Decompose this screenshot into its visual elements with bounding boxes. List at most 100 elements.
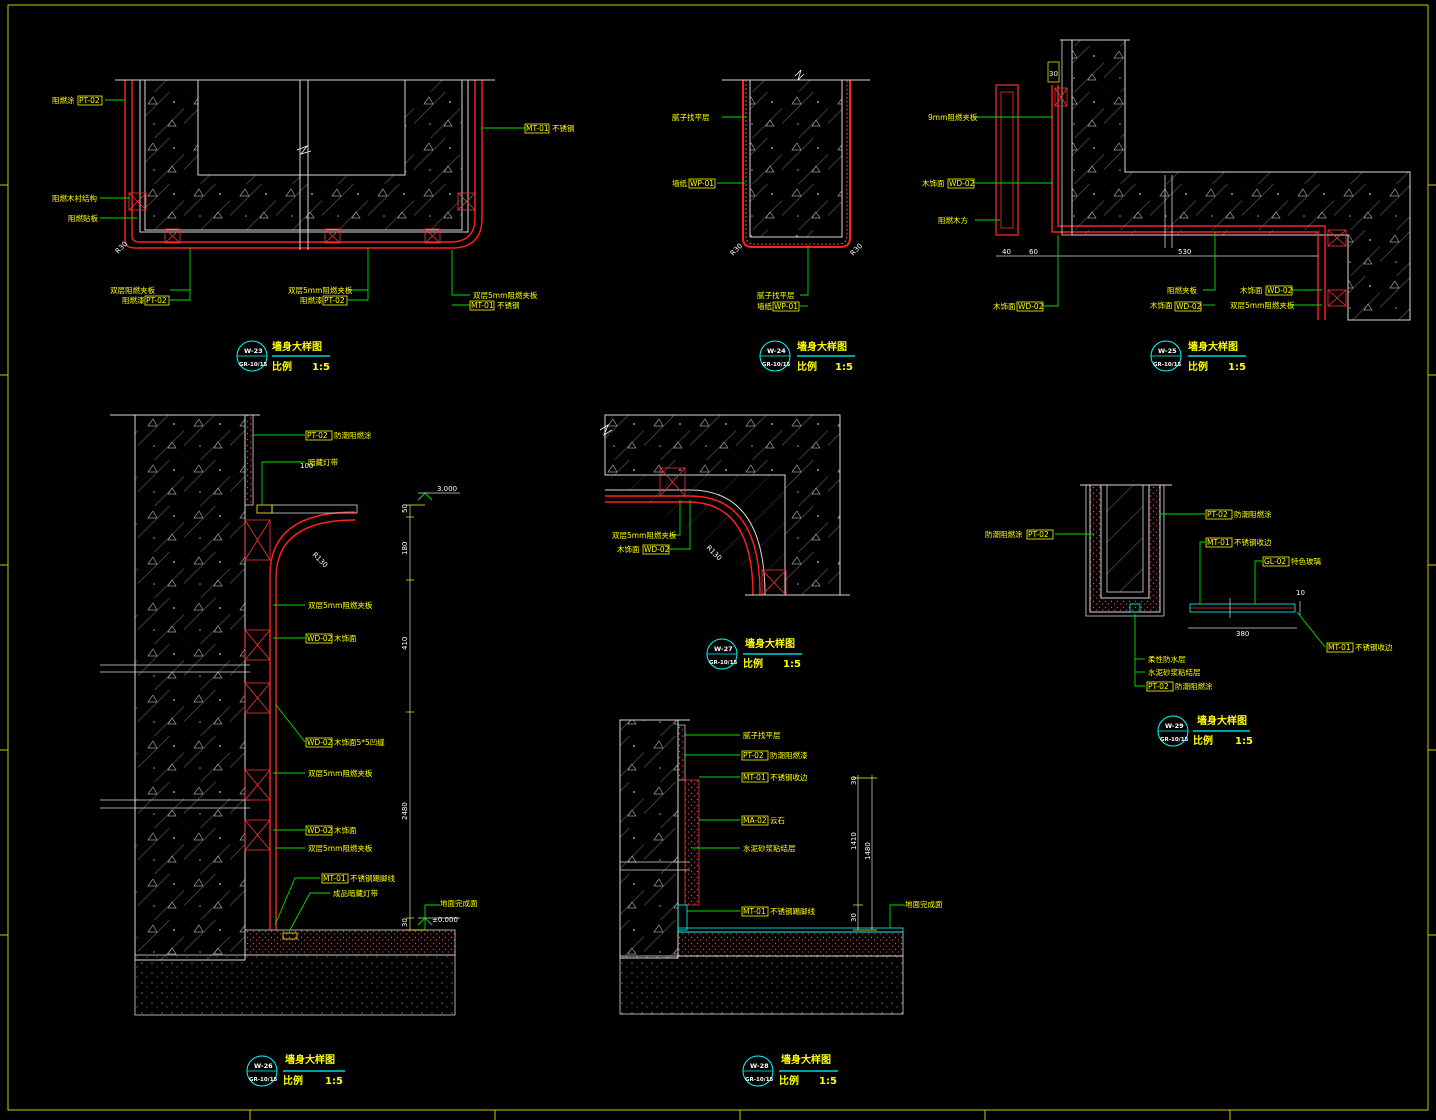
svg-text:W-28: W-28 <box>750 1062 769 1070</box>
w27-title-badge: W-27 GR-10/15 墙身大样图 比例 1:5 <box>706 637 802 670</box>
w28-scale: 1:5 <box>819 1076 837 1087</box>
w25-dim-1: 60 <box>1029 248 1038 256</box>
w24-dim-1: R30 <box>849 242 864 257</box>
w23-label-9: 不锈钢 <box>497 300 520 310</box>
svg-text:比例: 比例 <box>1193 734 1213 747</box>
svg-text:100: 100 <box>300 462 313 470</box>
w23-label-4: 双层阻燃夹板 <box>110 285 155 295</box>
w25-label-5: 木饰面 <box>1150 300 1173 310</box>
svg-text:GL-02: GL-02 <box>1264 557 1286 566</box>
svg-text:MT-01: MT-01 <box>743 773 766 782</box>
svg-text:2480: 2480 <box>401 802 409 820</box>
svg-text:PT-02: PT-02 <box>146 296 167 305</box>
svg-text:180: 180 <box>401 542 409 555</box>
w23-label-3: 阻燃贴板 <box>68 213 98 223</box>
svg-text:MT-01: MT-01 <box>323 874 346 883</box>
svg-text:WD-02: WD-02 <box>307 634 333 643</box>
w28-label-5: 不锈钢踢脚线 <box>770 906 815 916</box>
svg-text:30: 30 <box>401 918 409 927</box>
detail-w26: 3.000 ±0.000 50 180 410 2480 30 100 R130… <box>100 414 478 1087</box>
svg-text:MT-01: MT-01 <box>743 907 766 916</box>
svg-text:PT-02: PT-02 <box>324 296 345 305</box>
w23-label-1-code: MT-01 <box>526 124 549 133</box>
svg-text:比例: 比例 <box>797 360 817 373</box>
svg-text:PT-02: PT-02 <box>1028 530 1049 539</box>
detail-w28: 1410 1480 30 30 腻子找平层 PT-02 防潮阻燃漆 MT-01 … <box>619 719 943 1087</box>
svg-text:GR-10/15: GR-10/15 <box>1160 737 1189 743</box>
w27-scale: 1:5 <box>783 659 801 670</box>
w23-dim-0: R30 <box>114 240 129 255</box>
w24-label-1: 墙纸 <box>672 178 687 188</box>
w26-label-8: 不锈钢踢脚线 <box>350 873 395 883</box>
svg-text:PT-02: PT-02 <box>743 751 764 760</box>
detail-w24: 腻子找平层 墙纸 WP-01 腻子找平层 墙纸 WP-01 R30 R30 W-… <box>672 69 870 373</box>
w26-scale: 1:5 <box>325 1076 343 1087</box>
w26-dim-1: ±0.000 <box>432 916 458 924</box>
w25-label-3: 木饰面 <box>993 301 1016 311</box>
w28-label-2: 不锈钢收边 <box>770 772 808 782</box>
w24-label-2: 腻子找平层 <box>757 290 795 300</box>
w28-label-0: 腻子找平层 <box>743 730 781 740</box>
svg-text:WP-01: WP-01 <box>774 302 798 311</box>
w28-label-3: 云石 <box>770 816 785 825</box>
svg-text:W-24: W-24 <box>767 347 786 355</box>
w29-label-0: 防潮阻燃涂 <box>1234 509 1272 519</box>
w25-title-badge: W-25 GR-10/15 墙身大样图 比例 1:5 <box>1150 340 1246 373</box>
w24-dim-0: R30 <box>729 242 744 257</box>
w26-dim-0: 3.000 <box>437 485 457 493</box>
svg-text:MA-02: MA-02 <box>743 816 767 825</box>
svg-text:PT-02: PT-02 <box>1207 510 1228 519</box>
w29-label-2: 不锈钢收边 <box>1234 537 1272 547</box>
svg-text:GR-10/15: GR-10/15 <box>762 362 791 368</box>
w23-finish-line-inner <box>131 80 476 243</box>
w23-label-6: 双层5mm阻燃夹板 <box>288 285 353 295</box>
w28-label-1: 防潮阻燃漆 <box>770 750 808 760</box>
svg-text:比例: 比例 <box>283 1074 303 1087</box>
svg-text:W-23: W-23 <box>244 347 263 355</box>
svg-text:比例: 比例 <box>272 360 292 373</box>
w29-scale: 1:5 <box>1235 736 1253 747</box>
w26-label-6: 木饰面 <box>334 825 357 835</box>
detail-w29: 380 10 PT-02 防潮阻燃涂 防潮阻燃涂 PT-02 MT-01 不锈钢… <box>985 484 1393 747</box>
svg-text:GR-10/15: GR-10/15 <box>239 362 268 368</box>
svg-text:比例: 比例 <box>779 1074 799 1087</box>
w29-dim-1: 380 <box>1236 630 1249 638</box>
svg-text:比例: 比例 <box>1188 360 1208 373</box>
detail-w27: R130 双层5mm阻燃夹板 木饰面 WD-02 W-27 GR-10/15 墙… <box>599 414 850 670</box>
w28-dim-3: 30 <box>850 913 858 922</box>
w25-scale: 1:5 <box>1228 362 1246 373</box>
w26-title: 墙身大样图 <box>285 1053 335 1066</box>
svg-text:PT-02: PT-02 <box>307 431 328 440</box>
w25-label-2: 阻燃木方 <box>938 215 968 225</box>
w24-scale: 1:5 <box>835 362 853 373</box>
svg-text:50: 50 <box>401 504 409 513</box>
svg-text:WD-02: WD-02 <box>307 826 333 835</box>
w29-title: 墙身大样图 <box>1197 714 1247 727</box>
svg-text:PT-02: PT-02 <box>1148 682 1169 691</box>
svg-text:GR-10/15: GR-10/15 <box>745 1077 774 1083</box>
svg-text:GR-10/15: GR-10/15 <box>1153 362 1182 368</box>
w23-label-0: 阻燃涂 <box>52 95 75 105</box>
w23-finish-line-outer <box>124 80 483 249</box>
svg-text:WD-02: WD-02 <box>949 179 975 188</box>
w26-label-5: 双层5mm阻燃夹板 <box>308 768 373 778</box>
w29-label-3: 特色玻璃 <box>1291 556 1321 566</box>
w28-title-badge: W-28 GR-10/15 墙身大样图 比例 1:5 <box>742 1053 838 1087</box>
w25-label-1: 木饰面 <box>922 178 945 188</box>
w29-label-4: 不锈钢收边 <box>1355 642 1393 652</box>
svg-text:410: 410 <box>401 637 409 650</box>
svg-text:WD-02: WD-02 <box>1176 302 1202 311</box>
w26-label-2: 双层5mm阻燃夹板 <box>308 600 373 610</box>
w23-scale: 1:5 <box>312 362 330 373</box>
w28-label-4: 水泥砂浆粘结层 <box>743 843 796 853</box>
w27-title: 墙身大样图 <box>745 637 795 650</box>
w26-label-9: 成品暗藏灯带 <box>333 888 378 898</box>
w29-dim-0: 10 <box>1296 589 1305 597</box>
w25-label-4: 阻燃夹板 <box>1167 285 1197 295</box>
svg-text:PT-02: PT-02 <box>79 96 100 105</box>
svg-text:WD-02: WD-02 <box>307 738 333 747</box>
w26-label-0: 防潮阻燃涂 <box>334 430 372 440</box>
svg-text:MT-01: MT-01 <box>1328 643 1351 652</box>
svg-text:MT-01: MT-01 <box>471 301 494 310</box>
